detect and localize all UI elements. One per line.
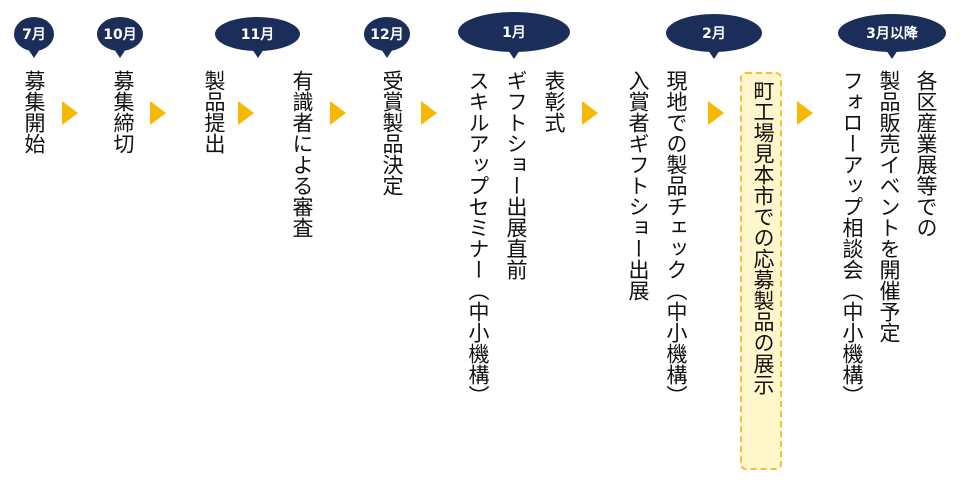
arrow-icon [421,101,437,125]
step-feb-line-1: 現地での製品チェック（中小機構） [664,70,688,406]
step-jan-line-2: ギフトショー出展直前 [504,70,528,280]
month-bubble-jan: 1月 [458,12,570,59]
arrow-icon [797,101,813,125]
step-jul-recruitment-start: 募集開始 [22,70,46,154]
arrow-icon [708,101,724,125]
month-bubble-dec: 12月 [364,17,410,58]
month-bubble-oct: 10月 [97,17,143,58]
arrow-icon [582,101,598,125]
month-bubble-feb: 2月 [666,14,762,59]
arrow-icon [62,101,78,125]
month-bubble-jul: 7月 [14,17,54,58]
step-oct-recruitment-close: 募集締切 [111,70,135,154]
month-bubble-nov: 11月 [215,17,300,58]
arrow-icon [330,101,346,125]
step-jan-line-3: スキルアップセミナー（中小機構） [466,70,490,406]
step-nov-expert-review: 有識者による審査 [290,70,314,238]
month-bubble-mar: 3月以降 [838,14,946,59]
arrow-icon [150,101,166,125]
step-dec-award-decision: 受賞製品決定 [380,70,404,196]
step-nov-product-submission: 製品提出 [202,70,226,154]
step-mar-line-3: フォローアップ相談会（中小機構） [840,70,864,406]
step-feb-exhibition-highlight: 町工場見本市での応募製品の展示 [751,80,775,395]
step-mar-line-2: 製品販売イベントを開催予定 [877,70,901,343]
step-mar-line-1: 各区産業展等での [914,70,938,238]
highlight-box [740,72,782,470]
step-feb-line-2: 入賞者ギフトショー出展 [626,70,650,301]
arrow-icon [238,101,254,125]
step-jan-line-1: 表彰式 [542,70,566,133]
